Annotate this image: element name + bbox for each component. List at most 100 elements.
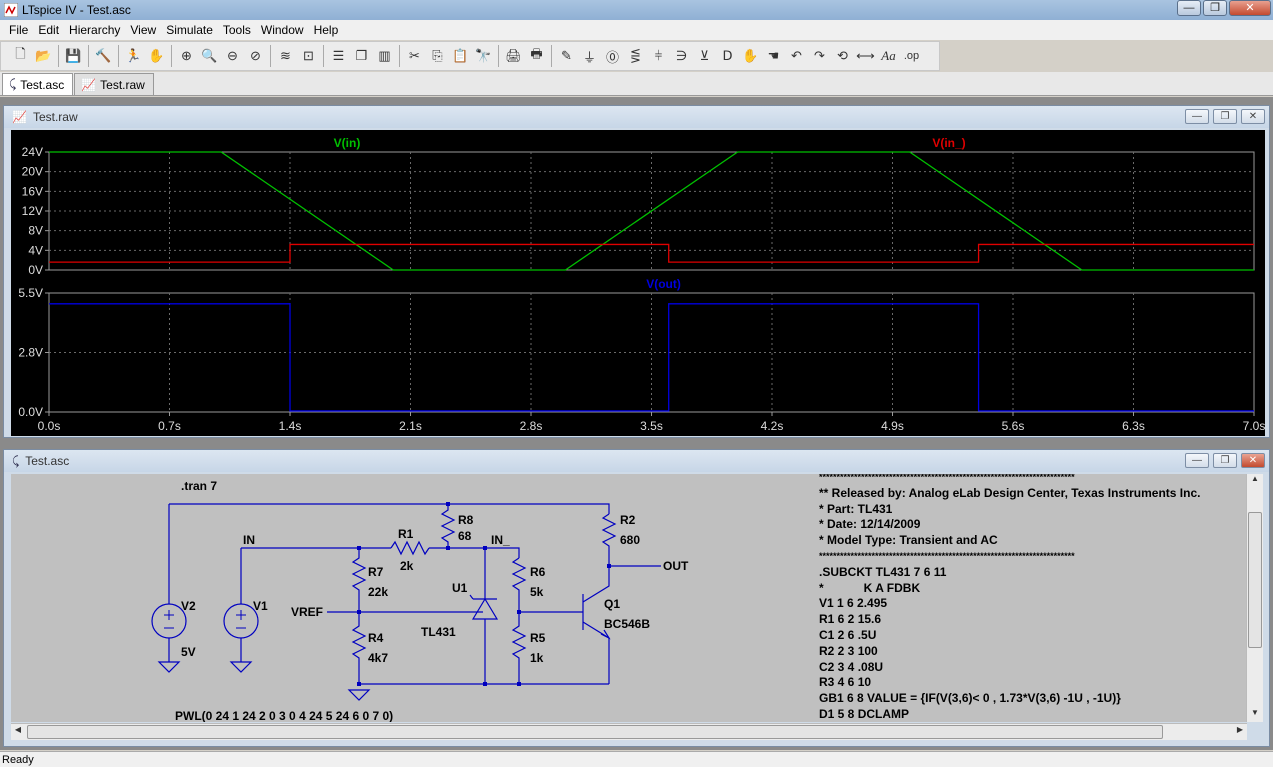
- netlist-line: .SUBCKT TL431 7 6 11: [819, 564, 947, 579]
- draw-wire-icon[interactable]: ✎: [561, 48, 572, 63]
- r5-value[interactable]: 1k: [530, 651, 544, 665]
- child-close-button[interactable]: ✕: [1241, 453, 1265, 468]
- mirror-icon[interactable]: ⟷: [856, 48, 875, 63]
- r2-value[interactable]: 680: [620, 533, 640, 547]
- child-close-button[interactable]: ✕: [1241, 109, 1265, 124]
- capacitor-icon[interactable]: ⫩: [654, 48, 663, 63]
- zoom-out-icon[interactable]: ⊖: [227, 48, 238, 63]
- tile-vertical-icon[interactable]: ▥: [378, 48, 391, 63]
- tile-horizontal-icon[interactable]: ☰: [332, 48, 345, 63]
- waveform-window-titlebar[interactable]: 📈 Test.raw: [4, 106, 1269, 128]
- r4-value[interactable]: 4k7: [368, 651, 388, 665]
- menu-simulate[interactable]: Simulate: [166, 23, 213, 37]
- rotate-icon[interactable]: ⟲: [837, 48, 848, 63]
- print-icon[interactable]: 🖶: [530, 46, 543, 61]
- cascade-icon[interactable]: ❐: [355, 48, 368, 63]
- zoom-cancel-icon[interactable]: ⊘: [250, 48, 261, 63]
- run-icon[interactable]: 🏃: [125, 48, 142, 63]
- pan-icon[interactable]: 🔍: [201, 48, 218, 63]
- r4-name[interactable]: R4: [368, 631, 384, 645]
- child-restore-button[interactable]: ❐: [1213, 109, 1237, 124]
- close-button[interactable]: ✕: [1229, 0, 1271, 16]
- menu-window[interactable]: Window: [260, 23, 304, 37]
- menu-file[interactable]: File: [9, 23, 29, 37]
- horizontal-scroll-thumb[interactable]: [27, 725, 1163, 739]
- text-icon[interactable]: Aa: [881, 48, 896, 63]
- drag-icon[interactable]: ☚: [767, 48, 780, 63]
- maximize-button[interactable]: ❐: [1203, 0, 1227, 16]
- u1-name[interactable]: U1: [452, 581, 468, 595]
- net-in_-label[interactable]: IN_: [491, 533, 510, 547]
- net-vref-label[interactable]: VREF: [291, 605, 323, 619]
- resistor-icon[interactable]: ⋚: [630, 48, 641, 63]
- tab-test-raw[interactable]: 📈 Test.raw: [74, 73, 154, 95]
- r8-name[interactable]: R8: [458, 513, 474, 527]
- move-icon[interactable]: ✋: [742, 48, 759, 63]
- scroll-right-arrow-icon[interactable]: ▶: [1236, 725, 1244, 734]
- find-icon[interactable]: 🔭: [475, 48, 492, 63]
- schematic-window-titlebar[interactable]: ⤹ Test.asc: [4, 450, 1269, 472]
- r7-value[interactable]: 22k: [368, 585, 388, 599]
- r1-value[interactable]: 2k: [400, 559, 414, 573]
- spice-netlist-text[interactable]: ****************************************…: [819, 474, 1239, 722]
- child-restore-button[interactable]: ❐: [1213, 453, 1237, 468]
- child-minimize-button[interactable]: —: [1185, 109, 1209, 124]
- u1-value[interactable]: TL431: [421, 625, 456, 639]
- menu-view[interactable]: View: [130, 23, 157, 37]
- print-preview-icon[interactable]: 🖨: [505, 48, 522, 63]
- horizontal-scrollbar[interactable]: ◀ ▶: [11, 723, 1247, 740]
- r6-value[interactable]: 5k: [530, 585, 544, 599]
- copy-icon[interactable]: ⎘: [432, 48, 443, 63]
- schematic-canvas[interactable]: .tran 7 PWL(0 24 1 24 2 0 3 0 4 24 5 24 …: [11, 474, 1247, 722]
- q1-name[interactable]: Q1: [604, 597, 620, 611]
- child-minimize-button[interactable]: —: [1185, 453, 1209, 468]
- scroll-left-arrow-icon[interactable]: ◀: [14, 725, 22, 734]
- zoom-in-icon[interactable]: ⊕: [181, 48, 192, 63]
- r6-name[interactable]: R6: [530, 565, 546, 579]
- component-icon[interactable]: ᗞ: [722, 48, 733, 63]
- undo-icon[interactable]: ↶: [791, 48, 802, 63]
- r2-name[interactable]: R2: [620, 513, 636, 527]
- net-out-label[interactable]: OUT: [663, 559, 689, 573]
- new-schematic-icon[interactable]: 🗋: [15, 46, 26, 61]
- cut-icon[interactable]: ✂: [409, 48, 420, 63]
- menu-hierarchy[interactable]: Hierarchy: [69, 23, 121, 37]
- scroll-down-arrow-icon[interactable]: ▼: [1251, 708, 1259, 717]
- redo-icon[interactable]: ↷: [814, 48, 825, 63]
- label-net-icon[interactable]: ⓪: [605, 49, 619, 65]
- r8-value[interactable]: 68: [458, 529, 472, 543]
- open-icon[interactable]: 📂: [35, 48, 52, 63]
- quick-view-icon[interactable]: ⊡: [303, 48, 314, 63]
- control-panel-icon[interactable]: 🔨: [95, 48, 112, 63]
- ground-icon[interactable]: ⏚: [582, 49, 596, 65]
- r1-name[interactable]: R1: [398, 527, 414, 541]
- spice-directive-icon[interactable]: .op: [903, 50, 920, 62]
- halt-icon[interactable]: ✋: [148, 48, 165, 63]
- r5-name[interactable]: R5: [530, 631, 546, 645]
- tab-test-asc[interactable]: ⤹ Test.asc: [2, 73, 74, 95]
- inductor-icon[interactable]: ∋: [675, 48, 688, 63]
- v2-name[interactable]: V2: [181, 599, 196, 613]
- autorange-icon[interactable]: ≋: [280, 48, 291, 63]
- diode-icon[interactable]: ⊻: [699, 48, 710, 63]
- pwl-label[interactable]: PWL(0 24 1 24 2 0 3 0 4 24 5 24 6 0 7 0): [175, 709, 393, 722]
- waveform-plot[interactable]: 24V20V16V12V8V4V0VV(in)V(in_)5.5V2.8V0.0…: [11, 130, 1265, 436]
- paste-icon[interactable]: 📋: [452, 48, 469, 63]
- vertical-scroll-thumb[interactable]: [1248, 512, 1262, 648]
- r7-name[interactable]: R7: [368, 565, 384, 579]
- v1-name[interactable]: V1: [253, 599, 268, 613]
- minimize-button[interactable]: —: [1177, 0, 1201, 16]
- scroll-up-arrow-icon[interactable]: ▲: [1251, 474, 1259, 483]
- vertical-scrollbar[interactable]: ▲ ▼: [1246, 474, 1263, 722]
- tran-directive[interactable]: .tran 7: [181, 479, 217, 493]
- q1-value[interactable]: BC546B: [604, 617, 650, 631]
- net-in-label[interactable]: IN: [243, 533, 255, 547]
- menu-tools[interactable]: Tools: [222, 23, 251, 37]
- save-icon[interactable]: 💾: [65, 48, 82, 63]
- menu-help[interactable]: Help: [313, 23, 339, 37]
- netlist-line: ****************************************…: [819, 474, 1075, 482]
- v2-value[interactable]: 5V: [181, 645, 196, 659]
- menu-edit[interactable]: Edit: [38, 23, 60, 37]
- circuit-diagram[interactable]: .tran 7 PWL(0 24 1 24 2 0 3 0 4 24 5 24 …: [11, 474, 811, 722]
